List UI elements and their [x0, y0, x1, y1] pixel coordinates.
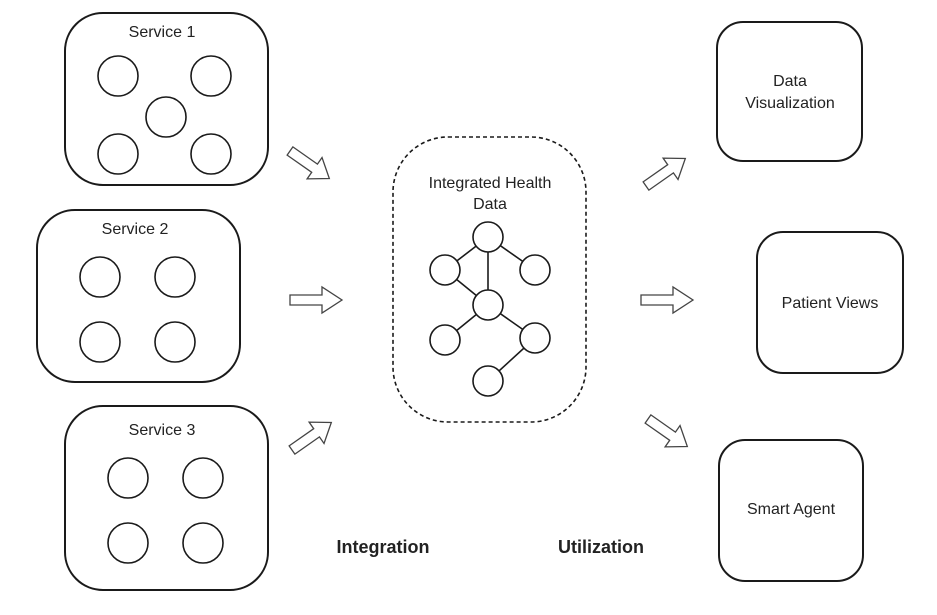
patient-views-label: Patient Views — [782, 295, 879, 312]
utilization-phase-label: Utilization — [558, 537, 644, 557]
graph-node — [519, 254, 551, 286]
graph-node — [429, 324, 461, 356]
smart-agent-box: Smart Agent — [718, 439, 864, 582]
integrated-health-data-label: Data — [473, 196, 507, 213]
utilization-arrow-icon — [644, 413, 689, 448]
service-2-node — [79, 321, 121, 363]
service-1-box: Service 1 — [64, 12, 269, 186]
graph-node — [429, 254, 461, 286]
service-3-label: Service 3 — [129, 422, 196, 439]
patient-views-box: Patient Views — [756, 231, 904, 374]
service-3-node — [107, 522, 149, 564]
service-1-node — [145, 96, 187, 138]
service-2-node — [154, 256, 196, 298]
service-1-node — [190, 55, 232, 97]
integrated-health-data-box: Integrated Health Data — [392, 136, 587, 423]
graph-node — [472, 289, 504, 321]
data-visualization-label: Data — [773, 73, 807, 90]
integration-arrow-icon — [289, 285, 344, 315]
service-1-node — [97, 133, 139, 175]
service-2-box: Service 2 — [36, 209, 241, 383]
service-2-node — [79, 256, 121, 298]
service-1-node — [97, 55, 139, 97]
integration-arrow-icon — [286, 145, 331, 180]
utilization-arrow-icon — [640, 285, 695, 315]
service-3-node — [182, 522, 224, 564]
integration-phase-label: Integration — [337, 537, 430, 557]
service-1-node — [190, 133, 232, 175]
service-2-node — [154, 321, 196, 363]
integrated-health-data-label: Integrated Health — [429, 175, 552, 192]
service-1-label: Service 1 — [129, 24, 196, 41]
service-3-node — [107, 457, 149, 499]
service-3-node — [182, 457, 224, 499]
data-visualization-box: Data Visualization — [716, 21, 863, 162]
utilization-arrow-icon — [642, 157, 687, 192]
integration-arrow-icon — [288, 421, 333, 456]
service-2-label: Service 2 — [102, 221, 169, 238]
data-visualization-label: Visualization — [745, 95, 835, 112]
service-3-box: Service 3 — [64, 405, 269, 591]
smart-agent-label: Smart Agent — [747, 501, 836, 518]
graph-node — [519, 322, 551, 354]
graph-node — [472, 221, 504, 253]
graph-node — [472, 365, 504, 397]
